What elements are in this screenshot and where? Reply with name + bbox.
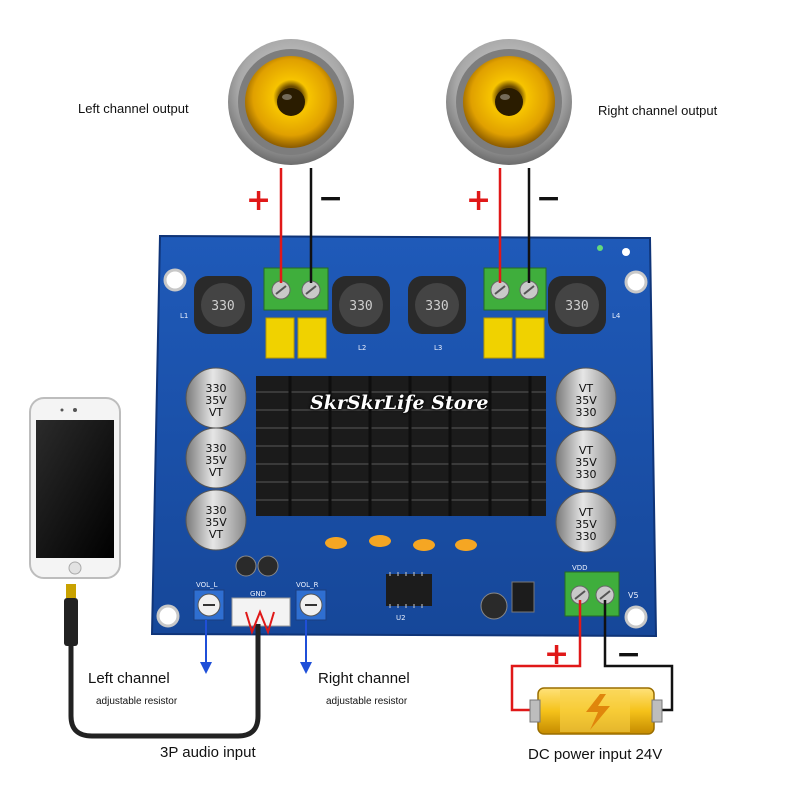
small-capacitor	[258, 556, 278, 576]
audio-jack-icon	[64, 584, 78, 646]
inductor-l4: 330	[548, 276, 606, 334]
phone-icon	[30, 398, 120, 578]
electrolytic-capacitor: 330 35V VT	[186, 428, 246, 488]
right-minus-sign: −	[536, 184, 561, 214]
cap-marking: 330	[576, 406, 597, 419]
silkscreen-vol-r: VOL_R	[296, 581, 319, 589]
right-channel-adjust-subtitle: adjustable resistor	[326, 696, 407, 707]
left-output-terminal	[264, 268, 328, 310]
dc-power-input-label: DC power input 24V	[528, 746, 662, 763]
smd-component	[455, 539, 477, 551]
inductor-marking: 330	[349, 299, 372, 314]
electrolytic-capacitor: VT 35V 330	[556, 368, 616, 428]
smd-component	[325, 537, 347, 549]
left-plus-sign: +	[246, 186, 271, 216]
inductor-l1: 330	[194, 276, 252, 334]
inductor-l2: 330	[332, 276, 390, 334]
electrolytic-capacitor: VT 35V 330	[556, 430, 616, 490]
inductor-marking: 330	[425, 299, 448, 314]
silkscreen-l3: L3	[434, 344, 442, 352]
smd-component	[413, 539, 435, 551]
dc-plus-sign: +	[544, 640, 569, 670]
silkscreen-l1: L1	[180, 312, 188, 320]
electrolytic-capacitor: VT 35V 330	[556, 492, 616, 552]
right-output-terminal	[484, 268, 546, 310]
inductor-l3: 330	[408, 276, 466, 334]
silkscreen-l2: L2	[358, 344, 366, 352]
right-channel-adjust-title: Right channel	[318, 670, 410, 687]
right-plus-sign: +	[466, 186, 491, 216]
silkscreen-l4: L4	[612, 312, 621, 320]
diode	[512, 582, 534, 612]
electrolytic-capacitor: 330 35V VT	[186, 490, 246, 550]
inductor-marking: 330	[565, 299, 588, 314]
left-channel-adjust-title: Left channel	[88, 670, 170, 687]
silkscreen-v5: V5	[628, 591, 639, 600]
left-speaker-icon	[228, 39, 354, 165]
left-channel-output-label: Left channel output	[78, 101, 189, 116]
left-channel-adjust-subtitle: adjustable resistor	[96, 696, 177, 707]
right-speaker-icon	[446, 39, 572, 165]
left-adjust-arrowhead	[200, 662, 212, 674]
inductor-marking: 330	[211, 299, 234, 314]
small-capacitor	[481, 593, 507, 619]
left-minus-sign: −	[318, 184, 343, 214]
electrolytic-capacitor: 330 35V VT	[186, 368, 246, 428]
left-volume-potentiometer	[194, 590, 224, 620]
right-volume-potentiometer	[296, 590, 326, 620]
silkscreen-vdd: VDD	[572, 564, 588, 572]
film-capacitor	[266, 318, 294, 358]
right-adjust-arrowhead	[300, 662, 312, 674]
amplifier-board: 330 330 330 330	[152, 236, 656, 636]
dc-power-terminal	[565, 572, 619, 616]
cap-marking: 330	[576, 468, 597, 481]
silkscreen-u2: U2	[396, 614, 406, 622]
film-capacitor	[298, 318, 326, 358]
dc-minus-sign: −	[616, 640, 641, 670]
cap-marking: VT	[209, 406, 224, 419]
ic-chip	[386, 572, 432, 608]
store-watermark: SkrSkrLife Store	[310, 392, 489, 414]
cap-marking: 330	[576, 530, 597, 543]
right-channel-output-label: Right channel output	[598, 103, 717, 118]
smd-component	[369, 535, 391, 547]
audio-input-label: 3P audio input	[160, 744, 256, 761]
cap-marking: VT	[209, 466, 224, 479]
battery-icon	[530, 688, 662, 734]
silkscreen-vol-l: VOL_L	[196, 581, 218, 589]
film-capacitor	[516, 318, 544, 358]
small-capacitor	[236, 556, 256, 576]
silkscreen-gnd: GND	[250, 590, 266, 598]
cap-marking: VT	[209, 528, 224, 541]
film-capacitor	[484, 318, 512, 358]
